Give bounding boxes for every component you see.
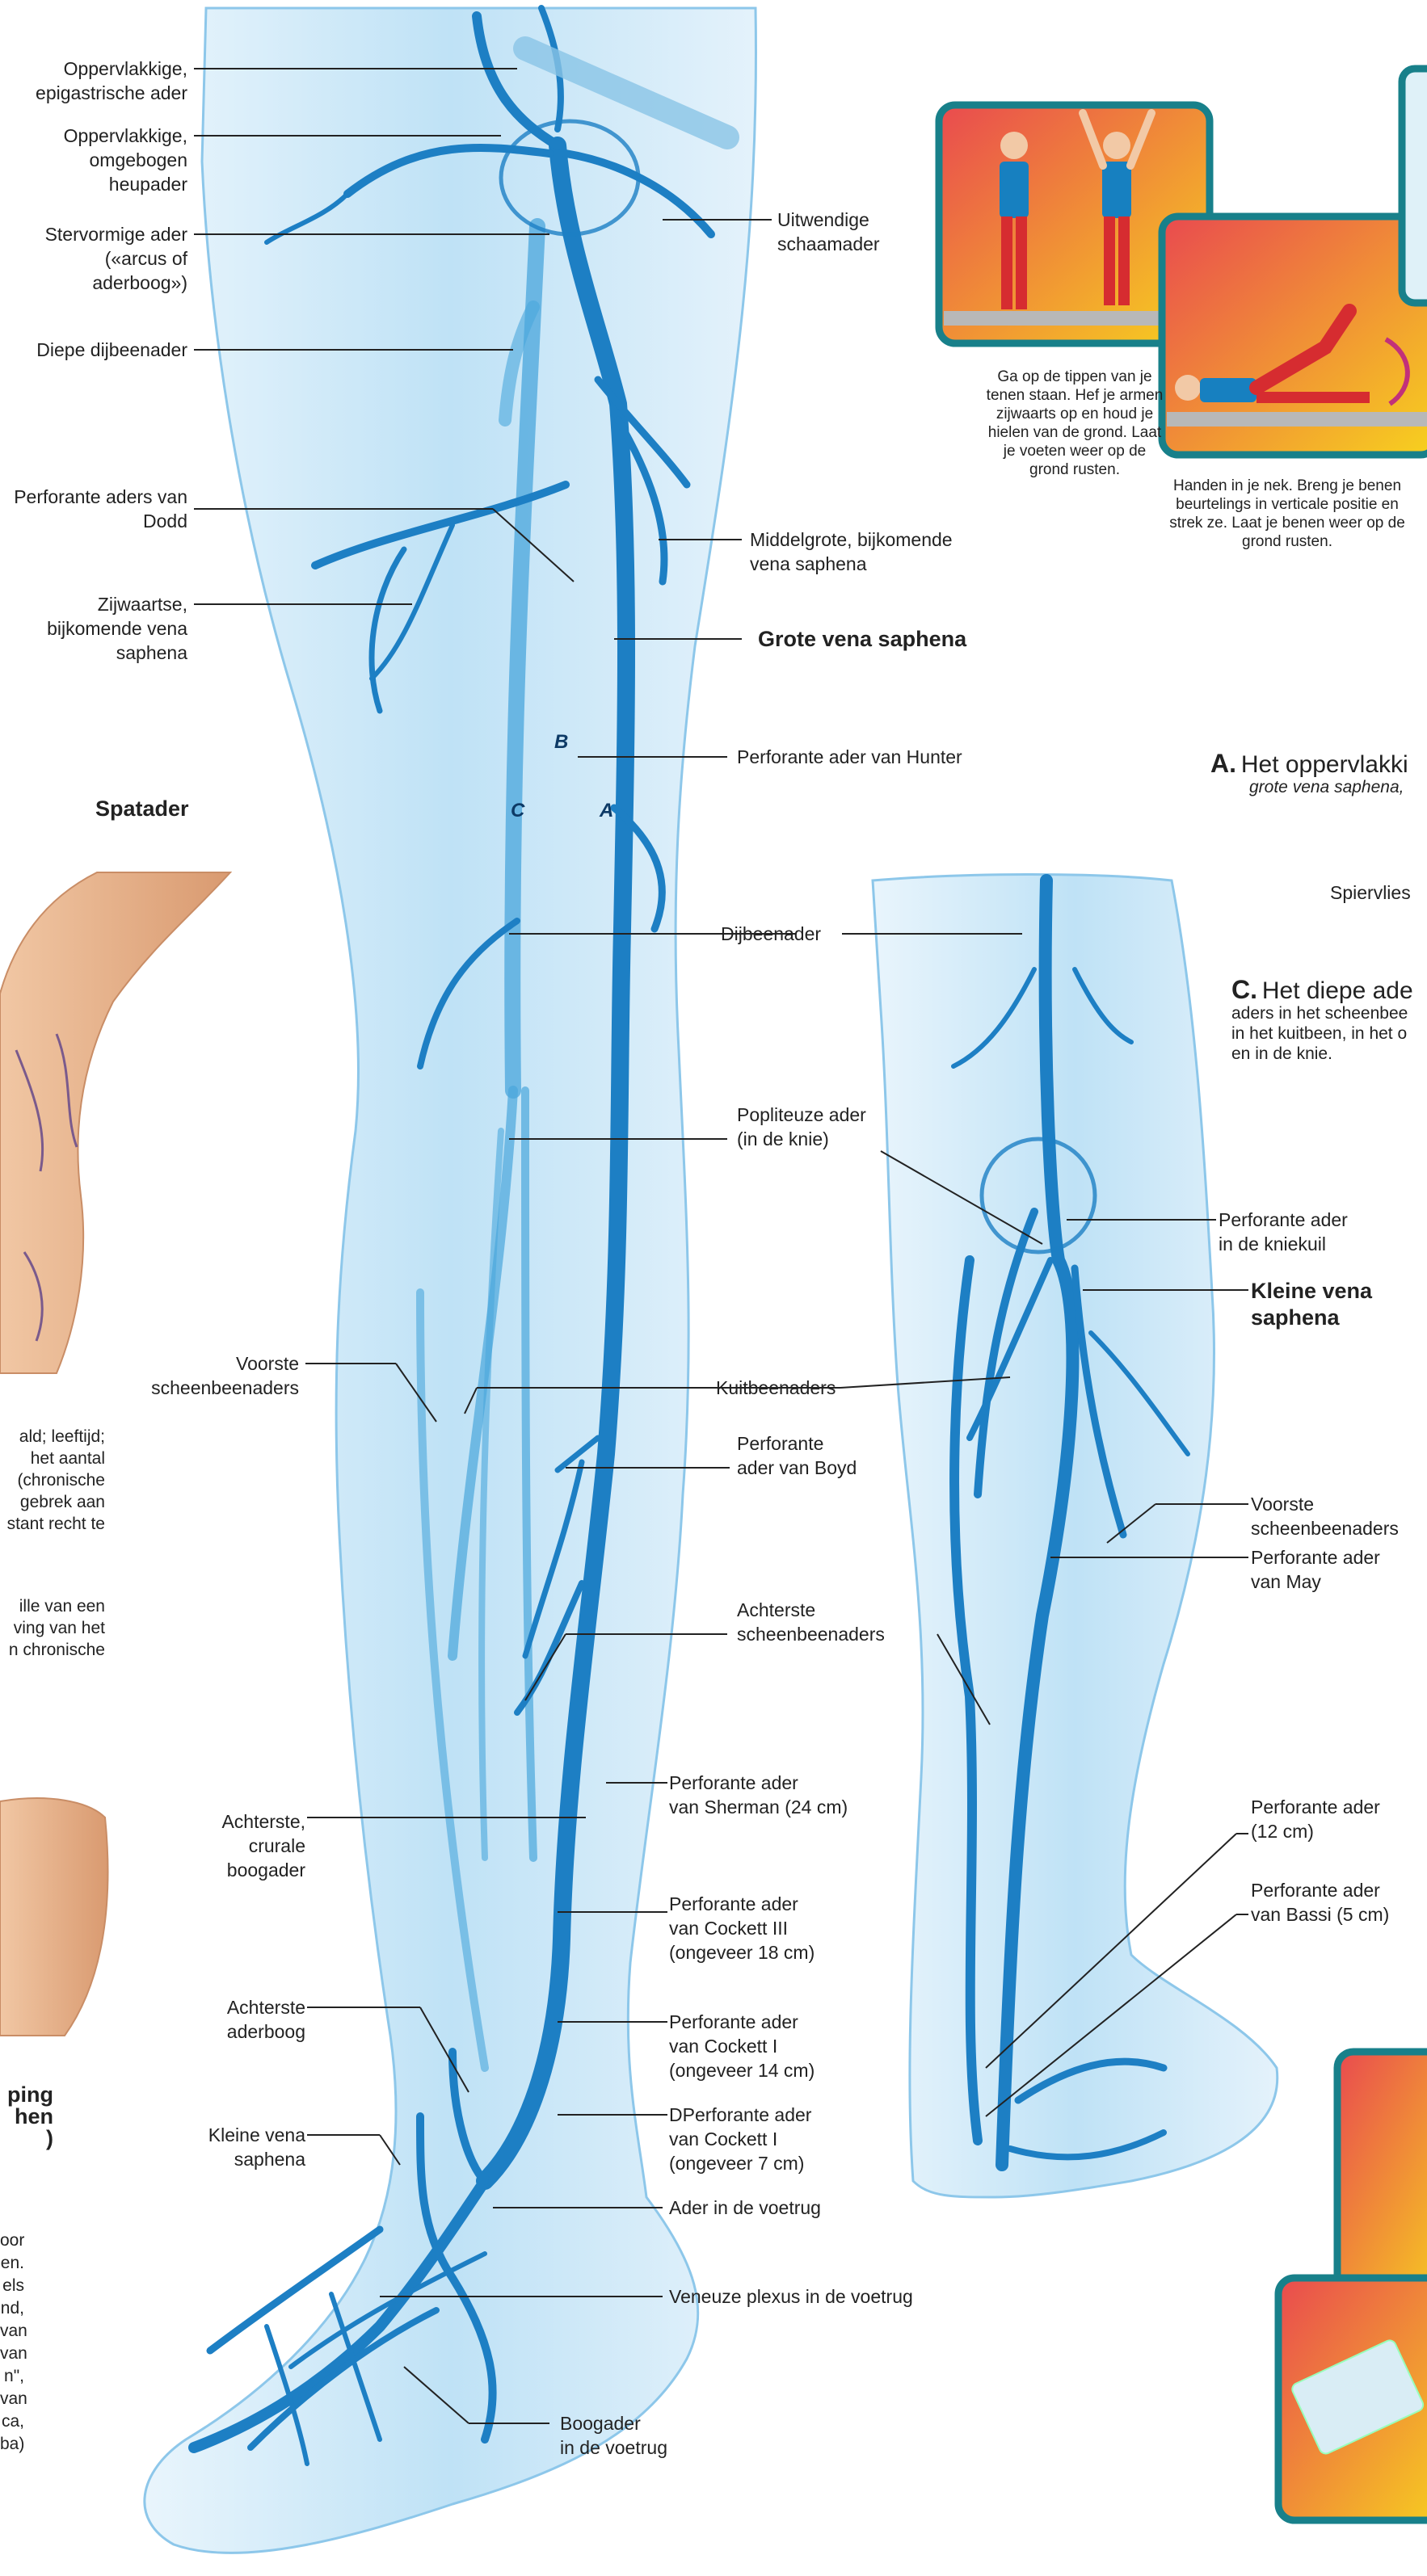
label-grote-vena-saphena: Grote vena saphena (758, 626, 966, 653)
posterior-leg (873, 875, 1278, 2198)
label-dijbeenader: Dijbeenader (721, 922, 821, 946)
label-kleine-vena-saphena-right: Kleine vena saphena (1251, 1278, 1372, 1331)
label-zijwaartse-saphena: Zijwaartse, bijkomende vena saphena (0, 592, 187, 665)
section-a-subtitle: grote vena saphena, (1249, 778, 1404, 796)
label-perforante-sherman: Perforante ader van Sherman (24 cm) (669, 1771, 848, 1819)
fragment-body-3: oor en. els nd, van van n", van ca, ba) (0, 2229, 24, 2456)
label-voorste-scheenbeenaders-right: Voorste scheenbeenaders (1251, 1492, 1399, 1540)
bottom-right-panels (1278, 2052, 1427, 2520)
label-perforante-may: Perforante ader van May (1251, 1545, 1380, 1594)
label-perforante-12cm: Perforante ader (12 cm) (1251, 1795, 1380, 1843)
label-uitwendige-schaamader: Uitwendige schaamader (777, 208, 880, 256)
label-perforante-kniekuil: Perforante ader in de kniekuil (1219, 1208, 1348, 1256)
posterior-leg-silhouette (873, 875, 1278, 2198)
section-c: C. Het diepe ade aders in het scheenbee … (1231, 980, 1413, 1064)
label-popliteuze-ader: Popliteuze ader (in de knie) (737, 1103, 866, 1151)
label-achterste-scheenbeenaders: Achterste scheenbeenaders (737, 1598, 885, 1646)
label-achterste-crurale-boogader: Achterste, crurale boogader (97, 1809, 305, 1882)
label-perforante-boyd: Perforante ader van Boyd (737, 1431, 857, 1480)
section-a-title: Het oppervlakki (1241, 751, 1408, 778)
section-c-body: aders in het scheenbee in het kuitbeen, … (1231, 1003, 1413, 1064)
label-perforante-cockett-i-14: Perforante ader van Cockett I (ongeveer … (669, 2010, 815, 2082)
marker-a: A (600, 800, 613, 822)
ankle-skin-illustration (0, 1798, 107, 2036)
label-achterste-aderboog: Achterste aderboog (97, 1995, 305, 2044)
label-ader-voetrug: Ader in de voetrug (669, 2196, 821, 2220)
label-oppervlakkige-epigastrische-ader: Oppervlakkige, epigastrische ader (0, 57, 187, 105)
caption-exercise-2: Handen in je nek. Breng je benen beurtel… (1147, 477, 1427, 551)
label-perforante-hunter: Perforante ader van Hunter (737, 745, 962, 769)
marker-b: B (554, 731, 568, 754)
label-perforante-dodd: Perforante aders van Dodd (0, 485, 187, 533)
section-a: A. Het oppervlakki grote vena saphena, (1210, 754, 1408, 797)
label-veneuze-plexus: Veneuze plexus in de voetrug (669, 2284, 913, 2309)
caption-exercise-1: Ga op de tippen van je tenen staan. Hef … (937, 368, 1212, 479)
section-c-key: C. (1231, 975, 1257, 1004)
fragment-body-2: ille van een ving van het n chronische (0, 1595, 105, 1661)
label-middelgrote-saphena: Middelgrote, bijkomende vena saphena (750, 527, 953, 576)
label-perforante-bassi: Perforante ader van Bassi (5 cm) (1251, 1878, 1389, 1927)
label-oppervlakkige-heupader: Oppervlakkige, omgebogen heupader (0, 124, 187, 196)
section-a-key: A. (1210, 749, 1236, 778)
label-boogader-voetrug: Boogader in de voetrug (560, 2411, 667, 2460)
fragment-heading: ping hen ) (0, 2084, 53, 2149)
label-spatader: Spatader (95, 796, 189, 822)
label-kleine-vena-saphena-left: Kleine vena saphena (97, 2123, 305, 2171)
label-spiervlies: Spiervlies (1330, 880, 1411, 905)
fragment-body-1: ald; leeftijd; het aantal (chronische ge… (0, 1426, 105, 1535)
label-stervormige-ader: Stervormige ader («arcus of aderboog») (0, 222, 187, 295)
label-dperforante-cockett-i-7: DPerforante ader van Cockett I (ongeveer… (669, 2103, 811, 2175)
label-diepe-dijbeenader: Diepe dijbeenader (0, 338, 187, 362)
marker-c: C (511, 800, 524, 822)
label-kuitbeenaders: Kuitbeenaders (716, 1376, 836, 1400)
label-voorste-scheenbeenaders-left: Voorste scheenbeenaders (97, 1351, 299, 1400)
section-c-title: Het diepe ade (1262, 977, 1413, 1004)
exercise-panel-3-edge (1402, 69, 1427, 303)
varicose-leg-illustration (0, 872, 230, 1373)
label-perforante-cockett-iii: Perforante ader van Cockett III (ongevee… (669, 1892, 815, 1965)
